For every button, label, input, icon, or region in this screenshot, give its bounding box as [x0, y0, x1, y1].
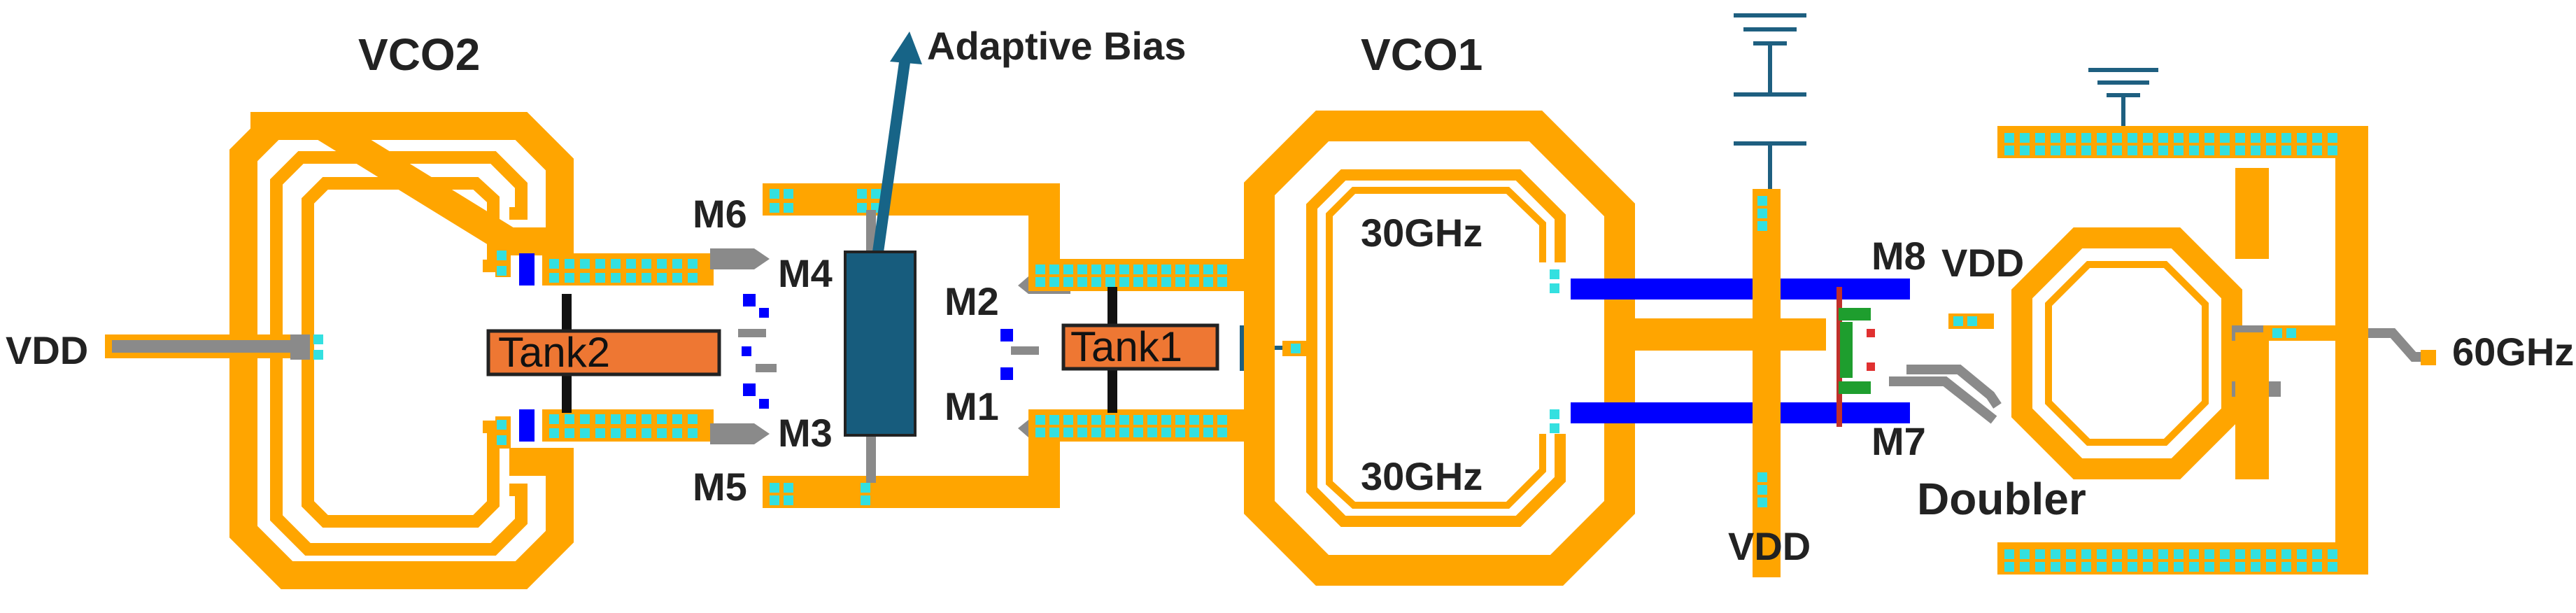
m4-label: M4	[778, 251, 833, 295]
m7-label: M7	[1871, 419, 1926, 463]
tank2-box	[486, 329, 721, 376]
adaptive-bias-arrow	[872, 51, 912, 253]
ground-symbol-mid	[1734, 13, 1806, 189]
via	[313, 350, 323, 360]
via	[313, 334, 323, 344]
vco1-bridge	[1620, 318, 1826, 351]
vco1-label: VCO1	[1361, 29, 1482, 80]
vco1-taps	[1550, 269, 1559, 433]
m8-label: M8	[1871, 234, 1926, 278]
vdd-right-top-label: VDD	[1941, 241, 2024, 285]
tank2-label: Tank2	[498, 329, 610, 376]
via	[1953, 316, 1963, 326]
transistors-m7-m8	[1837, 287, 1875, 427]
freq-bottom-label: 30GHz	[1361, 454, 1482, 498]
m1-label: M1	[944, 384, 999, 428]
vdd-left-contact	[290, 334, 310, 360]
output-pad	[2421, 350, 2436, 365]
tank1-label: Tank1	[1070, 323, 1182, 370]
adaptive-bias-arrowhead	[890, 31, 922, 64]
tank1-box	[1061, 323, 1219, 371]
vdd-left-label: VDD	[6, 328, 88, 372]
adaptive-bias-block	[844, 251, 917, 437]
transistors-m3-m6	[710, 248, 777, 444]
doubler-label: Doubler	[1917, 474, 2086, 524]
output-line-bottom	[1571, 402, 1910, 423]
doubler-feed-gray-2	[1889, 376, 1997, 424]
vco1-inductor	[1244, 111, 1635, 586]
vdd-vertical-bar	[1753, 189, 1781, 577]
vco1-left-vias	[1035, 265, 1227, 437]
output-trace	[2368, 328, 2428, 362]
via	[1967, 316, 1977, 326]
output-line-top	[1571, 279, 1910, 300]
output-freq-label: 60GHz	[2452, 330, 2574, 374]
adaptive-bias-label: Adaptive Bias	[927, 24, 1186, 68]
vdd-vertical-vias	[1757, 196, 1767, 507]
vdd-bottom-label: VDD	[1728, 524, 1811, 568]
tail-vias	[770, 189, 881, 505]
m3-label: M3	[778, 411, 833, 455]
ground-symbol-right	[2088, 68, 2158, 126]
doubler-inductor	[2011, 227, 2242, 479]
balun-vias	[2004, 133, 2337, 572]
m2-label: M2	[944, 279, 999, 323]
m6-label: M6	[693, 192, 747, 236]
doubler-feed-gray	[1906, 365, 2002, 409]
m5-label: M5	[693, 465, 747, 509]
via	[1291, 344, 1301, 353]
vco2-label: VCO2	[358, 29, 480, 80]
vdd-left-line	[112, 340, 308, 353]
freq-top-label: 30GHz	[1361, 211, 1482, 255]
vco2-inductor	[229, 112, 574, 589]
vco2-vias	[497, 251, 698, 445]
